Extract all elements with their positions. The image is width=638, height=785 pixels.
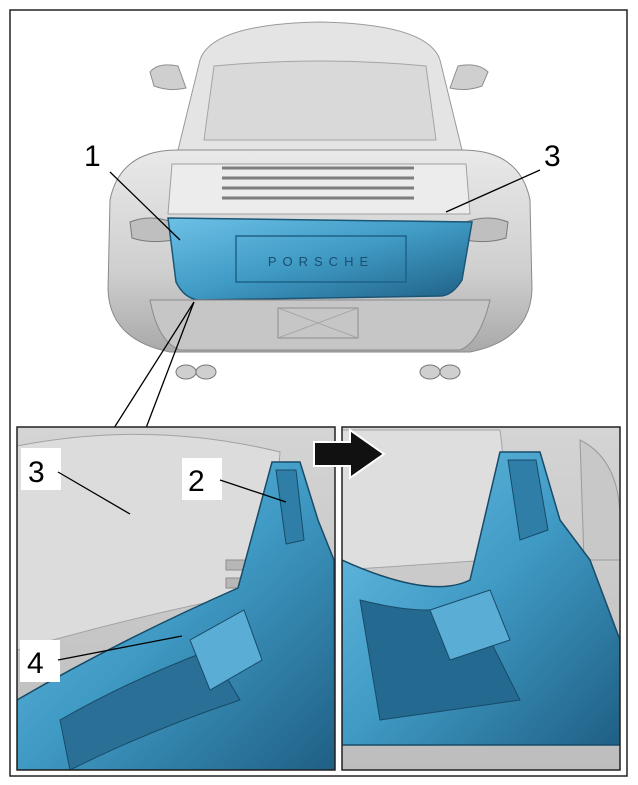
leader-line-3: [445, 169, 541, 213]
zoom-line-right: [145, 301, 195, 429]
callout-box-4: [20, 640, 60, 682]
detail-panel-right: [342, 427, 620, 770]
rear-window: [203, 60, 437, 141]
right-arrow-icon: [313, 428, 386, 480]
leader-line-1: [109, 171, 181, 241]
rear-bumper: [149, 299, 491, 351]
left-exhaust: [175, 364, 217, 380]
callout-main-1: 1: [84, 140, 101, 173]
leader-line-detail-4: [57, 635, 183, 661]
callout-detail-4: 4: [27, 647, 44, 680]
leader-line-detail-3: [57, 471, 131, 515]
callout-main-3: 3: [544, 140, 561, 173]
detail-panel-left: [17, 427, 335, 770]
detail-frame-right: [341, 426, 621, 771]
callout-detail-2: 2: [188, 465, 205, 498]
badge-recess: [235, 235, 407, 283]
left-mirror: [149, 64, 187, 91]
engine-grille: [222, 166, 414, 200]
right-exhaust: [419, 364, 461, 380]
car-rear-view: PORSCHE: [107, 21, 533, 380]
porsche-badge: PORSCHE: [268, 254, 374, 269]
license-plate-area: [277, 307, 359, 339]
trim-panel-detail: [17, 461, 335, 770]
rear-trim-panel: [167, 217, 473, 301]
detail-frame-left: [16, 426, 336, 771]
left-tail-light: [129, 217, 173, 243]
leader-line-detail-2: [219, 479, 287, 503]
callout-box-3: [21, 448, 61, 490]
right-mirror: [449, 64, 489, 91]
zoom-line-left: [113, 301, 195, 429]
callout-box-2: [182, 458, 222, 500]
callout-detail-3: 3: [28, 456, 45, 489]
